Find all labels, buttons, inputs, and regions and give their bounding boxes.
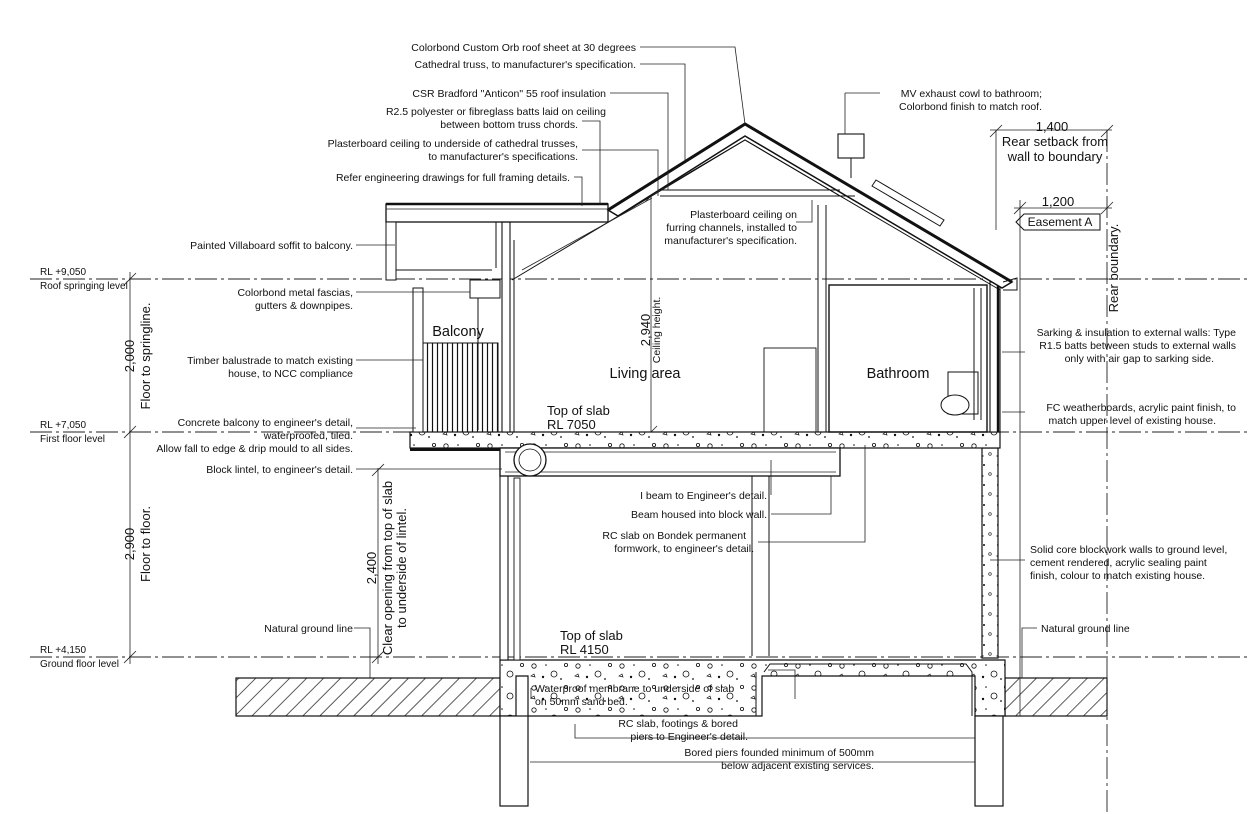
note-sarking-line3: only with air gap to sarking side. [1065, 353, 1214, 365]
note-batts-line2: between bottom truss chords. [440, 119, 578, 131]
note-beam-housed: Beam housed into block wall. [631, 509, 767, 521]
note-furring-line2: furring channels, installed to [666, 222, 797, 234]
note-balustrade-line1: Timber balustrade to match existing [187, 355, 353, 367]
first-floor-rl: RL +7,050 [40, 420, 86, 431]
note-blockwork-line3: finish, colour to match existing house. [1030, 570, 1205, 582]
i-beam [499, 447, 841, 477]
roof-sheet [606, 123, 1014, 289]
note-balustrade-line2: house, to NCC compliance [228, 368, 353, 380]
note-sarking-line1: Sarking & insulation to external walls: … [1037, 327, 1237, 339]
note-fascia-line2: gutters & downpipes. [255, 300, 353, 312]
balcony-roof [385, 203, 609, 223]
note-ibeam: I beam to Engineer's detail. [640, 490, 767, 502]
boundary-labels: 1,400 Rear setback from wall to boundary… [1002, 119, 1121, 312]
leader-lines [354, 46, 1037, 763]
note-weatherboard-line2: match upper level of existing house. [1048, 415, 1216, 427]
room-bathroom: Bathroom [867, 366, 930, 382]
note-weatherboard-line1: FC weatherboards, acrylic paint finish, … [1046, 402, 1236, 414]
note-plaster-line1: Plasterboard ceiling to underside of cat… [328, 138, 578, 150]
note-balcony-slab-line2: waterproofed, tiled. [263, 430, 353, 442]
note-batts-line1: R2.5 polyester or fibreglass batts laid … [386, 106, 606, 118]
note-piers-line2: below adjacent existing services. [721, 760, 874, 772]
ground-slab-label-line1: Top of slab [560, 628, 623, 643]
cabinet [763, 347, 817, 433]
setback-label-line1: Rear setback from [1002, 134, 1108, 149]
opening-height-value: 2,400 [364, 552, 379, 585]
boundary-lines [989, 124, 1114, 814]
setback-value: 1,400 [1036, 119, 1069, 134]
first-floor-name: First floor level [40, 434, 105, 445]
ceiling-height-value: 2,940 [638, 314, 653, 347]
note-blockwork-line2: cement rendered, acrylic sealing paint [1030, 557, 1207, 569]
setback-label-line2: wall to boundary [1007, 149, 1103, 164]
note-membrane-line2: on 50mm sand bed. [535, 696, 628, 708]
level-markers: RL +9,050 Roof springing level RL +7,050… [40, 267, 128, 670]
note-balcony-slab-line1: Concrete balcony to engineer's detail, [178, 417, 353, 429]
note-sarking-line2: R1.5 batts between studs to external wal… [1039, 340, 1236, 352]
first-slab-label-line2: RL 7050 [547, 417, 596, 432]
note-blockwork-line1: Solid core blockwork walls to ground lev… [1030, 544, 1227, 556]
note-footings-line2: piers to Engineer's detail. [630, 731, 748, 743]
bored-pier-right [974, 715, 1004, 807]
bored-pier-left [499, 715, 529, 807]
ground-floor-rl: RL +4,150 [40, 645, 86, 656]
note-cowl-line1: MV exhaust cowl to bathroom; [901, 88, 1042, 100]
note-piers-line1: Bored piers founded minimum of 500mm [684, 747, 874, 759]
upper-height-value: 2,000 [122, 340, 137, 373]
note-furring-line3: manufacturer's specification. [664, 235, 797, 247]
note-ground-left: Natural ground line [264, 623, 353, 635]
note-membrane-line1: Waterproof membrane to underside of slab [535, 683, 734, 695]
opening-label-line2: to underside of lintel. [394, 508, 409, 628]
roof-level-name: Roof springing level [40, 281, 128, 292]
opening-label-line1: Clear opening from top of slab [380, 481, 395, 655]
exhaust-cowl [837, 133, 865, 159]
ground-slab [499, 659, 1006, 807]
note-furring-line1: Plasterboard ceiling on [690, 209, 797, 221]
first-slab-label-line1: Top of slab [547, 403, 610, 418]
easement-value: 1,200 [1042, 194, 1075, 209]
roof-level-rl: RL +9,050 [40, 267, 86, 278]
note-framing: Refer engineering drawings for full fram… [336, 172, 570, 184]
note-rc-slab-line2: formwork, to engineer's detail. [614, 543, 754, 555]
note-footings-line1: RC slab, footings & bored [618, 718, 738, 730]
lower-height-value: 2,900 [122, 528, 137, 561]
room-balcony: Balcony [432, 324, 484, 340]
timber-balustrade [422, 342, 499, 433]
natural-ground [235, 677, 1108, 717]
lower-height-label: Floor to floor. [138, 506, 153, 582]
note-balcony-slab-line3: Allow fall to edge & drip mould to all s… [156, 443, 353, 455]
first-floor-slab [409, 431, 1001, 477]
blockwork-wall-right [981, 447, 999, 659]
note-plaster-line2: to manufacturer's specifications. [428, 151, 578, 163]
note-cowl-line2: Colorbond finish to match roof. [899, 101, 1042, 113]
easement-label: Easement A [1028, 215, 1093, 229]
room-living: Living area [610, 366, 682, 382]
bathroom-window [828, 284, 988, 433]
note-soffit: Painted Villaboard soffit to balcony. [190, 240, 353, 252]
upper-height-label: Floor to springline. [138, 303, 153, 410]
ground-slab-label-line2: RL 4150 [560, 642, 609, 657]
annotations: Colorbond Custom Orb roof sheet at 30 de… [156, 42, 1236, 772]
note-roof-sheet: Colorbond Custom Orb roof sheet at 30 de… [411, 42, 636, 54]
height-dimensions: 2,000 Floor to springline. 2,900 Floor t… [122, 189, 663, 664]
note-rc-slab-line1: RC slab on Bondek permanent [602, 530, 746, 542]
note-ground-right: Natural ground line [1041, 623, 1130, 635]
room-labels: Balcony Living area Bathroom Top of slab… [432, 324, 929, 657]
ground-floor-name: Ground floor level [40, 659, 119, 670]
balcony [385, 202, 609, 433]
rear-boundary-label: Rear boundary. [1106, 224, 1121, 313]
note-fascia-line1: Colorbond metal fascias, [237, 287, 353, 299]
note-truss: Cathedral truss, to manufacturer's speci… [415, 59, 636, 71]
note-lintel: Block lintel, to engineer's detail. [206, 464, 353, 476]
note-insulation: CSR Bradford "Anticon" 55 roof insulatio… [412, 88, 606, 100]
toilet [947, 371, 979, 415]
ceiling-height-label: Ceiling height. [651, 297, 663, 364]
